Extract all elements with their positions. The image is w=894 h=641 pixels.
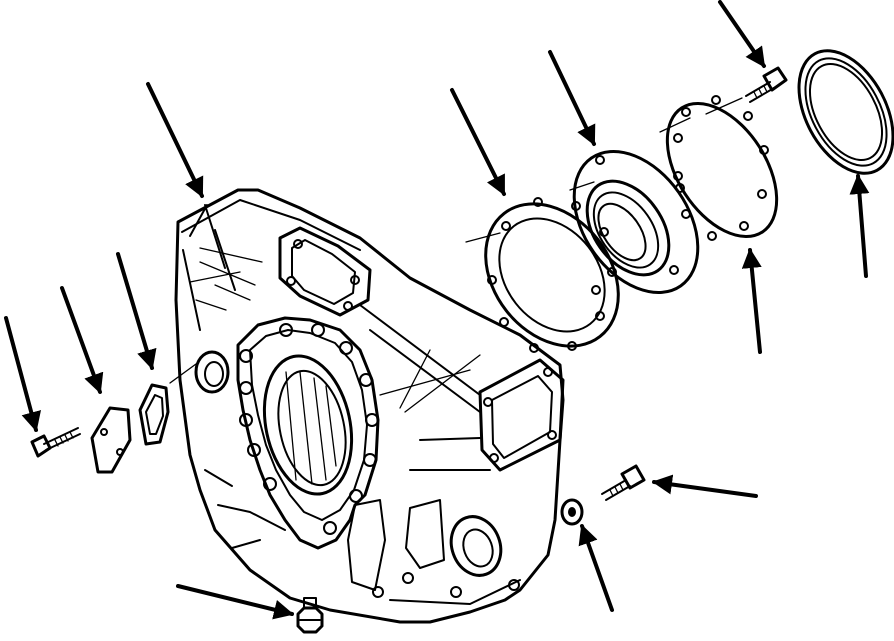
flywheel-housing xyxy=(174,188,565,624)
arrow-rear-seal-carrier xyxy=(548,50,596,146)
arrow-washer xyxy=(578,524,614,612)
drain-plug xyxy=(296,597,324,634)
arrow-cap-screw-upper xyxy=(718,0,766,68)
arrow-oil-seal-ring xyxy=(849,174,870,278)
washer xyxy=(560,498,584,526)
rear-seal-carrier xyxy=(572,149,700,295)
cap-screw-lower-right xyxy=(601,464,646,501)
arrow-drain-plug xyxy=(176,584,294,620)
gasket-large xyxy=(484,197,620,353)
arrow-cap-screw-lower-right xyxy=(652,474,758,498)
cap-screw-left xyxy=(30,427,81,458)
seal-retainer-plate xyxy=(665,95,779,241)
gasket-small xyxy=(138,383,170,446)
cover-plate xyxy=(90,406,132,474)
arrow-cap-screw-left xyxy=(4,316,42,432)
arrow-gasket-large xyxy=(450,88,506,196)
oil-seal-ring xyxy=(797,49,894,175)
arrow-gasket-small xyxy=(116,252,157,370)
arrow-seal-retainer-plate xyxy=(741,248,762,354)
arrow-flywheel-housing xyxy=(146,82,204,198)
cap-screw-upper xyxy=(745,66,788,103)
arrow-cover-plate xyxy=(60,286,104,394)
callout-arrows xyxy=(4,0,870,620)
